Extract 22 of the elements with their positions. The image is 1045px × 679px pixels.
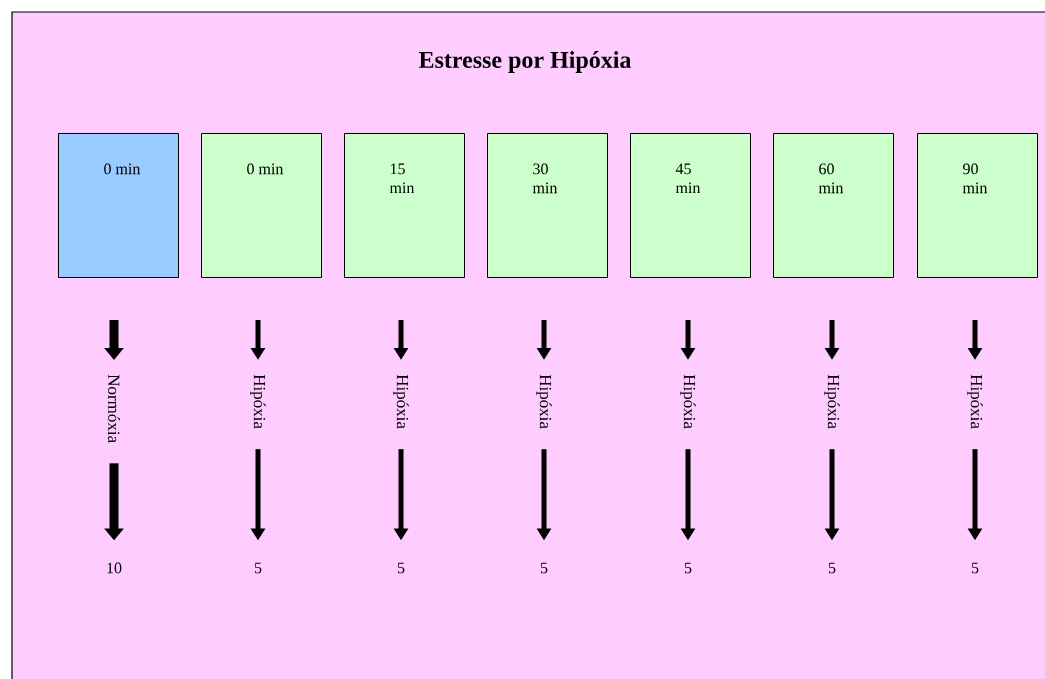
condition-label: Hipóxia xyxy=(250,374,266,429)
title: Estresse por Hipóxia xyxy=(418,51,632,73)
sample-count: 5 xyxy=(540,562,548,574)
sample-count: 10 xyxy=(107,562,122,574)
time-box: 0 min xyxy=(58,133,179,278)
sample-count: 5 xyxy=(397,562,405,574)
sample-count: 5 xyxy=(828,562,836,574)
time-box: 60 min xyxy=(773,133,894,278)
time-box: 0 min xyxy=(201,133,322,278)
condition-label: Hipóxia xyxy=(824,374,840,429)
sample-count: 5 xyxy=(684,562,692,574)
sample-count: 5 xyxy=(971,562,979,574)
condition-label: Hipóxia xyxy=(536,374,552,429)
condition-label: Normóxia xyxy=(108,374,120,443)
condition-label: Hipóxia xyxy=(393,374,409,429)
condition-label: Hipóxia xyxy=(967,374,983,429)
sample-count: 5 xyxy=(254,562,262,574)
condition-label: Hipóxia xyxy=(680,374,696,429)
time-box: 15 min xyxy=(344,133,465,278)
time-box: 45 min xyxy=(630,133,751,278)
time-box: 90 min xyxy=(917,133,1038,278)
time-box: 30 min xyxy=(487,133,608,278)
